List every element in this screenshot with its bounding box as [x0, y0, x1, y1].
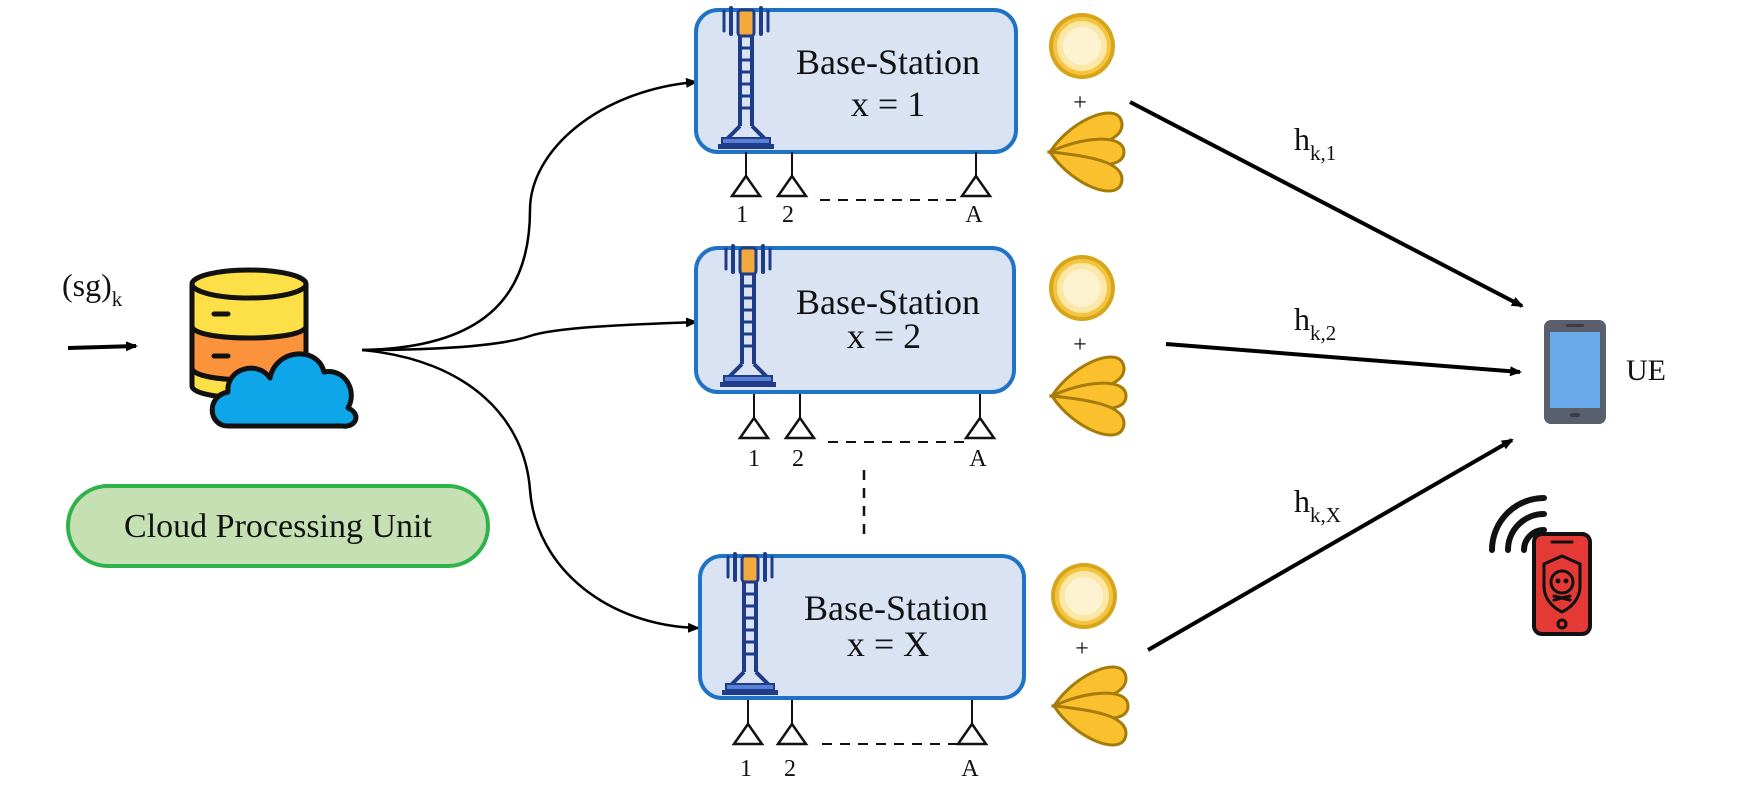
channel-label-2: hk,2 — [1294, 301, 1336, 345]
plus-sign: + — [1075, 636, 1089, 662]
antenna-icon — [730, 150, 762, 198]
base-station-box — [694, 246, 1016, 394]
malicious-phone-icon — [1532, 532, 1592, 636]
base-station-index: x = 1 — [851, 84, 925, 124]
plus-sign: + — [1073, 332, 1087, 358]
channel-label-1: hk,1 — [1294, 121, 1336, 165]
ue-label: UE — [1626, 354, 1666, 387]
antenna-icon — [738, 392, 770, 440]
antenna-icon — [960, 150, 992, 198]
base-station-2: Base-Station x = 2 1 2 A + — [694, 244, 1128, 472]
antenna-array: 1 2 A — [732, 698, 988, 782]
antenna-label: 2 — [792, 446, 804, 472]
link-bs-2 — [361, 317, 698, 352]
antenna-label: 2 — [784, 756, 796, 782]
fronthaul-links — [361, 77, 700, 633]
base-station-index: x = 2 — [847, 316, 921, 356]
antenna-label: 1 — [740, 756, 752, 782]
antenna-array: 1 2 A — [730, 150, 992, 228]
database-cloud-icon — [189, 267, 359, 429]
base-station-1: Base-Station x = 1 1 2 A + — [694, 6, 1126, 228]
antenna-label: 2 — [782, 202, 794, 228]
antenna-label: A — [965, 202, 983, 228]
input-signal: (sg)k — [62, 267, 138, 352]
coin-icon — [1047, 11, 1117, 81]
attacker-device — [1489, 495, 1592, 636]
beam-pattern-icon — [1048, 111, 1126, 193]
smartphone-icon — [1544, 320, 1606, 424]
cloud-processing-unit: Cloud Processing Unit — [66, 484, 490, 568]
link-bs-x — [361, 348, 700, 633]
antenna-icon — [776, 150, 808, 198]
base-station-title: Base-Station — [796, 282, 980, 322]
input-label: (sg)k — [62, 267, 123, 311]
coin-icon — [1047, 253, 1117, 323]
base-station-title: Base-Station — [796, 42, 980, 82]
link-bs-1 — [361, 77, 698, 352]
beam-pattern-icon — [1050, 355, 1128, 437]
antenna-label: A — [969, 446, 987, 472]
plus-sign: + — [1073, 90, 1087, 116]
base-station-index: x = X — [847, 624, 929, 664]
cpu-pill — [66, 484, 490, 568]
antenna-label: A — [961, 756, 979, 782]
antenna-label: 1 — [736, 202, 748, 228]
channel-label-x: hk,X — [1294, 483, 1341, 527]
base-station-x: Base-Station x = X 1 2 A + — [698, 552, 1130, 782]
input-arrow — [67, 341, 138, 352]
base-station-box — [698, 554, 1026, 700]
antenna-icon — [732, 698, 764, 746]
channel-arrow-x — [1147, 438, 1514, 652]
beam-pattern-icon — [1052, 665, 1130, 747]
antenna-icon — [784, 392, 816, 440]
wireless-signal-icon — [1489, 495, 1547, 553]
cpu-label: Cloud Processing Unit — [124, 508, 432, 545]
base-station-box — [694, 8, 1018, 154]
channel-arrow-2 — [1165, 342, 1522, 377]
antenna-array: 1 2 A — [738, 392, 996, 472]
coin-icon — [1049, 561, 1119, 631]
antenna-icon — [964, 392, 996, 440]
antenna-label: 1 — [748, 446, 760, 472]
antenna-icon — [776, 698, 808, 746]
channel-arrow-1 — [1129, 100, 1524, 308]
channel-links — [1129, 100, 1524, 652]
base-station-title: Base-Station — [804, 588, 988, 628]
antenna-icon — [956, 698, 988, 746]
